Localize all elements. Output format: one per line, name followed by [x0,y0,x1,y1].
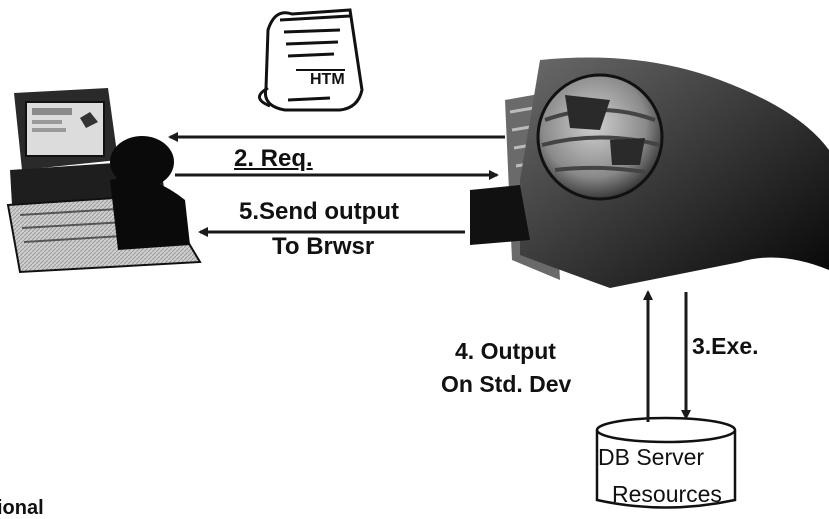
output-label-line1: 4. Output [455,338,556,364]
send-output-label-line1: 5.Send output [239,198,399,225]
execute-label: 3.Exe. [692,333,759,359]
client-computer-icon [6,88,202,274]
output-label-line2: On Std. Dev [441,371,572,397]
html-document-icon [258,8,364,112]
send-output-label-line2: To Brwsr [272,233,375,260]
db-server-label-line1: DB Server [598,444,705,470]
cut-off-caption: ional [0,497,44,519]
web-server-icon [470,57,829,288]
database-cylinder-icon [595,416,737,509]
db-server-label-line2: Resources [612,481,722,507]
document-text: HTM [310,71,345,88]
request-label: 2. Req. [234,145,313,172]
